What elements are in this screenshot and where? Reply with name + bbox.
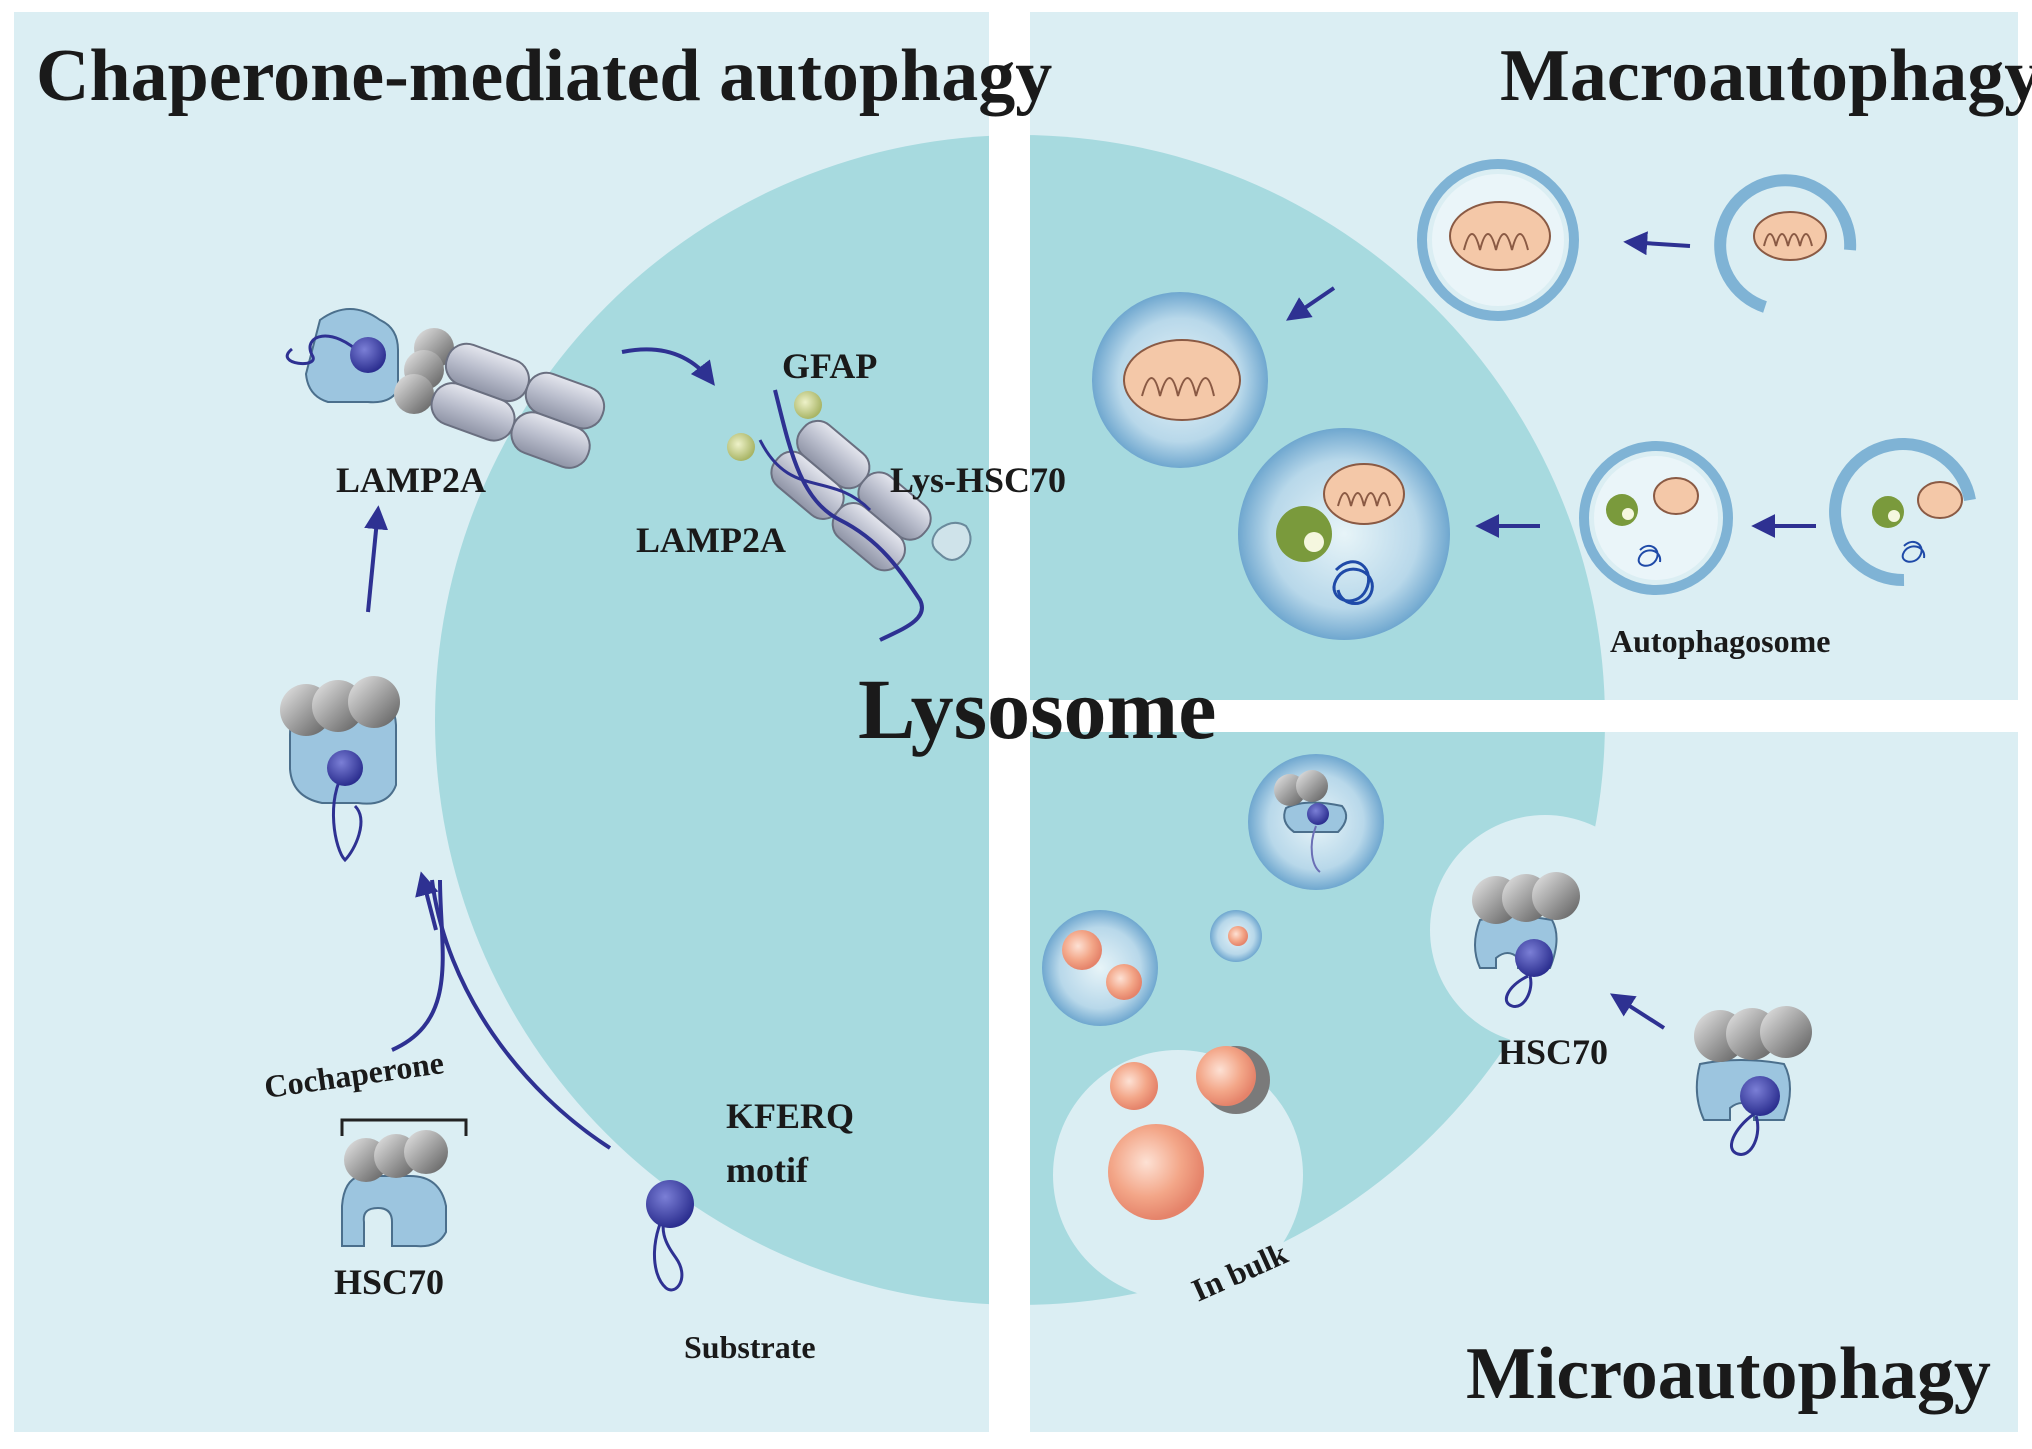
cargo-green-1-core [1622,508,1634,520]
cochaperone-bottom-3 [404,1130,448,1174]
cargo-mito-2 [1917,481,1963,519]
arrow-merge-cochaperone [391,879,445,1052]
autolysosome-2-mito [1323,463,1405,525]
cochaperone-bracket [340,1118,468,1136]
macro-title: Macroautophagy [1500,35,2032,117]
autolysosome-2-body [1238,428,1450,640]
phagophore-top [1714,174,1857,313]
mito-top-left [1449,201,1551,271]
bulk-drop-1 [1110,1062,1158,1110]
micro-vesicle-lipid-2-drop [1228,926,1248,946]
arrow-merge-substrate [430,879,612,1150]
mito-cristae-top-left [1463,233,1529,251]
micro-vesicle-lipid-1-body [1042,910,1158,1026]
vertical-gutter [989,0,1030,1444]
micro-hsc70-outside-tail [1730,1112,1760,1156]
autolysosome-2-green-core [1304,532,1324,552]
micro-hsc70-outside [1694,1006,1812,1156]
substrate-ball-bottom [646,1180,694,1228]
horizontal-gutter [1030,700,2032,732]
arrow-macro-to-lyso-1 [1286,286,1336,321]
cargo-mito-1 [1653,477,1699,515]
cma-title: Chaperone-mediated autophagy [36,35,1052,117]
bulk-cargo [1108,1046,1270,1220]
autophagosome-top-right [1714,174,1857,313]
cochaperone-mid-3 [348,676,400,728]
mito-top-right [1753,211,1827,261]
gfap-ball-1 [794,391,822,419]
autophagosome-top-left [1417,159,1579,321]
phagophore-bottom [1829,438,1976,587]
micro-hsc70-inside-cochap-3 [1532,872,1580,920]
lamp2a-complex-left [285,308,606,469]
bulk-drop-2 [1196,1046,1256,1106]
cargo-green-2 [1872,496,1904,528]
autolysosome-1-cristae [1141,377,1215,397]
arrow-translocation [621,347,715,386]
autophagosome-bottom-left [1579,441,1733,595]
lamp2a-left-label: LAMP2A [336,460,486,500]
arrow-merge-head [415,871,439,931]
substrate-label: Substrate [684,1329,816,1365]
substrate-tail-top [285,334,364,366]
lamp2a-cylinder-4 [510,411,591,469]
autolysosome-1 [1092,292,1268,468]
micro-hsc70-inside [1472,872,1580,1008]
hsc70-substrate-complex-mid [280,676,400,863]
cargo-green-2-core [1888,510,1900,522]
hsc70-shape-bottom [341,1175,447,1248]
substrate-ball-mid [327,750,363,786]
micro-vesicle-substrate [1307,803,1329,825]
micro-vesicle-lipid-2 [1210,910,1262,962]
autolysosome-2-green [1276,506,1332,562]
hsc70-bottom [341,1130,448,1248]
mito-cristae-top-right [1763,233,1813,247]
arrow-up-to-lamp2a [364,505,389,613]
kferq-label-line1: KFERQ [726,1096,854,1136]
autolysosome-2-tangle [1332,560,1374,605]
micro-vesicle-lipid-1-drop-a [1062,930,1102,970]
substrate-tail-bottom [653,1203,684,1292]
phagophore-bottom-right [1829,438,1976,587]
cargo-tangle-1 [1637,544,1662,567]
micro-hsc70-inside-tail [1505,974,1533,1008]
autophagosome-ring-top [1417,159,1579,321]
micro-title: Microautophagy [1466,1333,1991,1415]
gfap-ball-2 [727,433,755,461]
micro-hsc70-outside-substrate [1740,1076,1780,1116]
kferq-label-line2: motif [726,1150,809,1190]
micro-vesicle-lipid-1-drop-b [1106,964,1142,1000]
autolysosome-1-mito [1123,339,1241,421]
autophagosome-label: Autophagosome [1610,623,1830,659]
cochaperone-ball-3 [394,374,434,414]
arrow-micro-hsc70 [1609,993,1666,1030]
micro-vesicle-hsc70 [1248,754,1384,890]
substrate-ball-top [350,337,386,373]
cargo-green-1 [1606,494,1638,526]
gfap-strand-2 [758,439,872,512]
micro-hsc70-outside-cochap-3 [1760,1006,1812,1058]
micro-hsc70-label: HSC70 [1498,1032,1608,1072]
lys-hsc70-shape [931,521,972,561]
micro-vesicle-lipid-1 [1042,910,1158,1026]
micro-hsc70-inside-substrate [1515,939,1553,977]
substrate-kferq [646,1180,694,1292]
lys-hsc70-label: Lys-HSC70 [890,460,1066,500]
substrate-tail-mid [332,769,363,863]
hsc70-bottom-label: HSC70 [334,1262,444,1302]
gfap-label: GFAP [782,346,877,386]
gfap-strand [773,389,924,642]
lamp2a-inner-label: LAMP2A [636,520,786,560]
lamp2a-inner-complex [727,389,972,642]
autolysosome-2 [1238,428,1450,640]
autolysosome-2-cristae [1337,492,1391,507]
arrow-macro-top [1623,231,1691,256]
autophagosome-ring-bottom [1579,441,1733,595]
micro-vesicle-cochap-2 [1296,770,1328,802]
micro-vesicle-tail [1310,825,1321,873]
cargo-tangle-2 [1901,540,1926,563]
bulk-drop-3 [1108,1124,1204,1220]
lysosome-label: Lysosome [858,661,1216,757]
